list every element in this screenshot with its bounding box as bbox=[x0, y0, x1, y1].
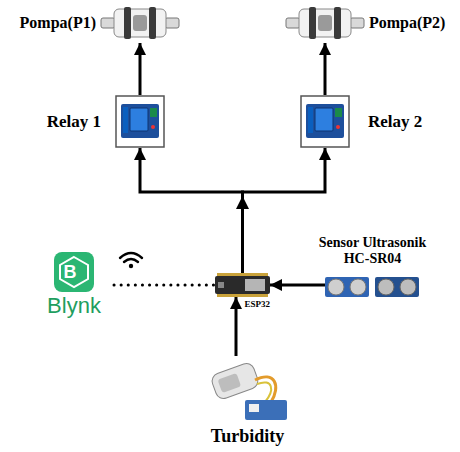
component-label: B bbox=[50, 252, 90, 292]
signal-arrow bbox=[270, 284, 325, 287]
component-label: Blynk bbox=[34, 293, 114, 318]
ultrasonic-sensor-picture bbox=[325, 275, 420, 299]
water-pump-picture bbox=[100, 3, 180, 43]
relay-module: Relay 1 bbox=[115, 95, 165, 148]
signal-arrow bbox=[139, 43, 142, 95]
wireless-link bbox=[114, 284, 215, 287]
microcontroller-board-picture bbox=[215, 273, 270, 297]
water-pump: Pompa(P1) bbox=[100, 3, 180, 43]
signal-arrow bbox=[243, 148, 326, 273]
turbidity-sensor: Turbidity bbox=[205, 356, 290, 422]
component-label: Pompa(P2) bbox=[369, 14, 445, 32]
signal-arrow bbox=[235, 297, 238, 356]
wifi-dot bbox=[129, 264, 133, 268]
water-pump: Pompa(P2) bbox=[285, 3, 365, 43]
component-label: ESP32 bbox=[244, 299, 270, 309]
app-logo: BBlynk bbox=[34, 251, 114, 317]
relay-module-picture bbox=[115, 95, 165, 148]
ultrasonic-sensor: Sensor Ultrasonik HC-SR04 bbox=[325, 275, 420, 299]
signal-arrow bbox=[140, 148, 243, 273]
wifi-symbol bbox=[120, 253, 142, 268]
signal-arrow bbox=[324, 43, 327, 95]
water-pump-picture bbox=[285, 3, 365, 43]
component-label: Sensor Ultrasonik HC-SR04 bbox=[308, 235, 438, 267]
turbidity-sensor-picture bbox=[205, 356, 290, 422]
edge-group bbox=[114, 43, 325, 356]
wifi-arc bbox=[120, 253, 142, 258]
component-label: Relay 2 bbox=[368, 112, 422, 132]
wifi-arc bbox=[124, 259, 138, 262]
relay-module: Relay 2 bbox=[300, 95, 350, 148]
microcontroller-board: ESP32 bbox=[215, 273, 270, 297]
component-label: Pompa(P1) bbox=[20, 14, 96, 32]
component-label: Relay 1 bbox=[47, 112, 101, 132]
relay-module-picture bbox=[300, 95, 350, 148]
component-label: Turbidity bbox=[211, 426, 284, 447]
